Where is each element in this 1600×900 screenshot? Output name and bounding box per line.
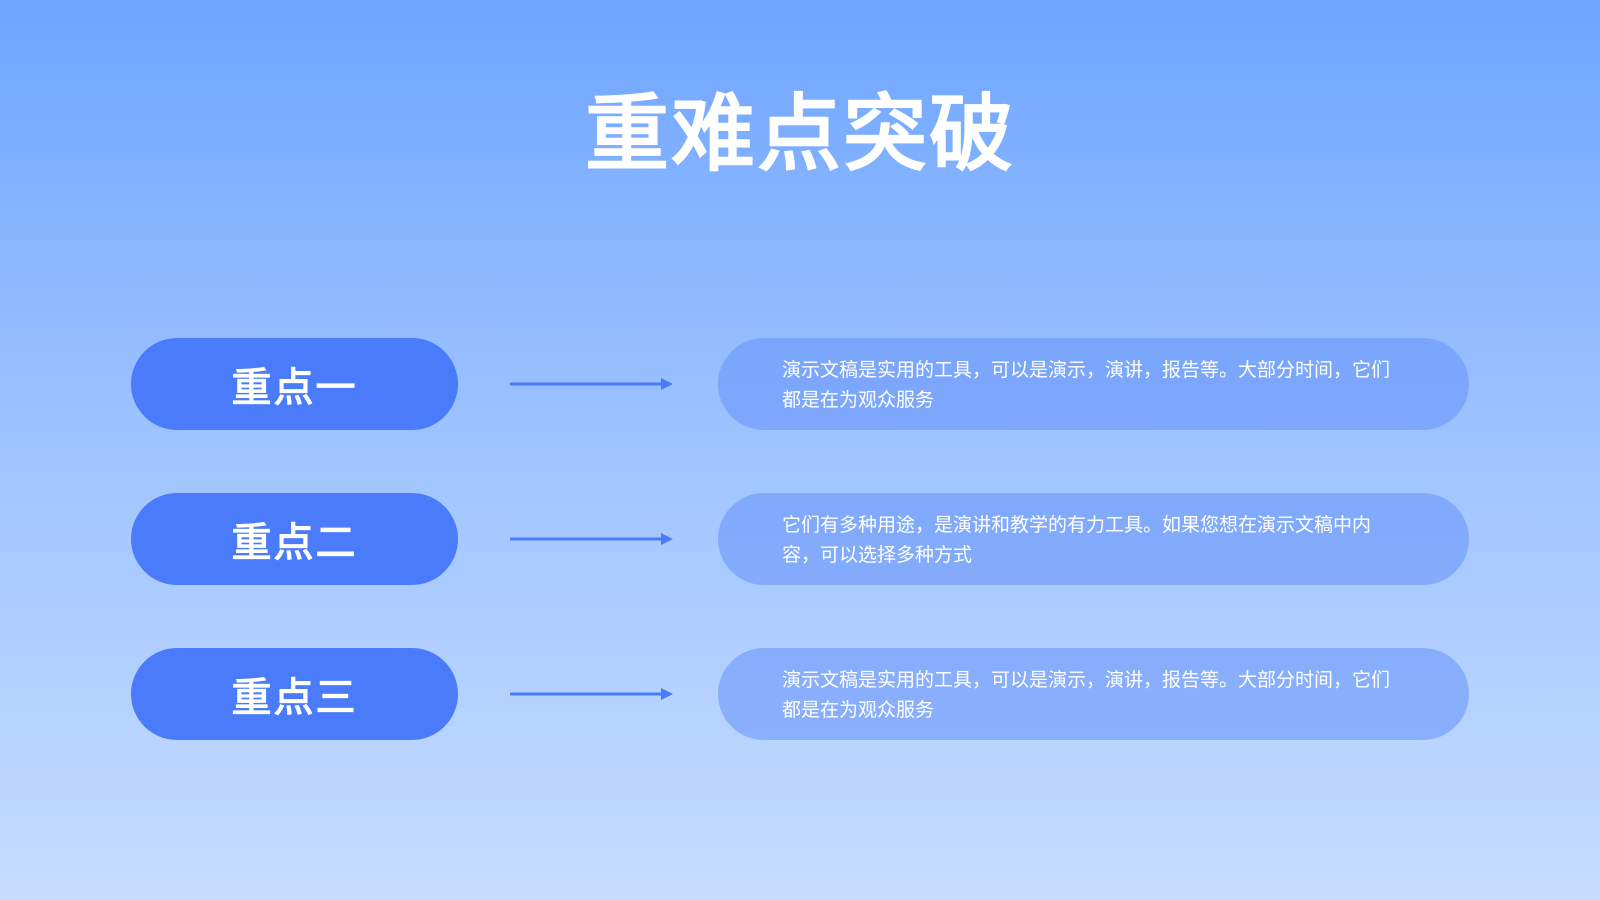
key-point-label-1: 重点一 [131, 338, 458, 430]
key-point-description-2: 它们有多种用途，是演讲和教学的有力工具。如果您想在演示文稿中内容，可以选择多种方… [718, 493, 1469, 585]
slide-title: 重难点突破 [584, 85, 1015, 183]
right-arrow-icon [510, 688, 673, 700]
key-point-label-2: 重点二 [131, 493, 458, 585]
key-point-description-3: 演示文稿是实用的工具，可以是演示，演讲，报告等。大部分时间，它们都是在为观众服务 [718, 648, 1469, 740]
key-point-row-1: 重点一 演示文稿是实用的工具，可以是演示，演讲，报告等。大部分时间，它们都是在为… [0, 338, 1600, 430]
key-point-label-3: 重点三 [131, 648, 458, 740]
key-point-row-2: 重点二 它们有多种用途，是演讲和教学的有力工具。如果您想在演示文稿中内容，可以选… [0, 493, 1600, 585]
right-arrow-icon [510, 378, 673, 390]
key-point-description-1: 演示文稿是实用的工具，可以是演示，演讲，报告等。大部分时间，它们都是在为观众服务 [718, 338, 1469, 430]
right-arrow-icon [510, 533, 673, 545]
key-point-row-3: 重点三 演示文稿是实用的工具，可以是演示，演讲，报告等。大部分时间，它们都是在为… [0, 648, 1600, 740]
